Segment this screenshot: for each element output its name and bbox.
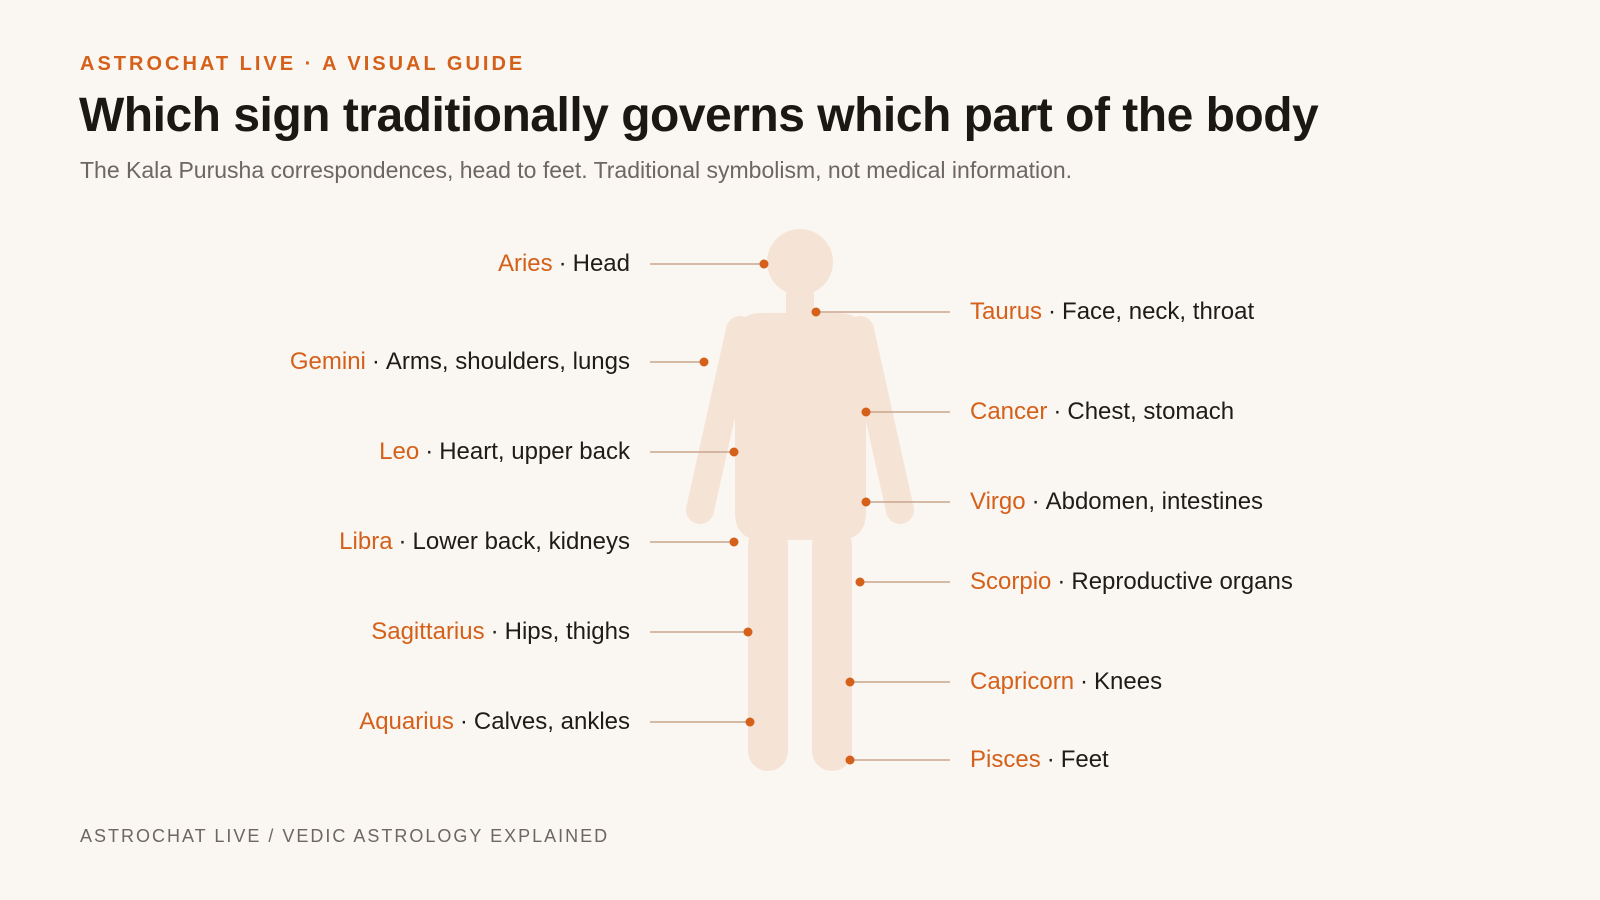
marker-dot-sagittarius — [743, 627, 753, 637]
silhouette-left-arm — [686, 316, 754, 524]
human-silhouette — [686, 229, 914, 771]
silhouette-torso — [735, 313, 866, 540]
marker-dot-gemini — [699, 357, 709, 367]
marker-dot-pisces — [845, 755, 855, 765]
body-part: Knees — [1094, 668, 1163, 695]
label-cancer: Cancer·Chest, stomach — [970, 397, 1234, 427]
silhouette-neck — [786, 288, 814, 318]
marker-dot-leo — [729, 447, 739, 457]
page-title: Which sign traditionally governs which p… — [79, 89, 1319, 142]
body-part: Hips, thighs — [504, 618, 630, 645]
separator-dot: · — [558, 250, 567, 277]
sign-name: Gemini — [289, 348, 366, 375]
body-part: Heart, upper back — [439, 438, 630, 465]
separator-dot: · — [398, 528, 407, 555]
sign-name: Aquarius — [359, 708, 454, 735]
body-part: Chest, stomach — [1067, 398, 1235, 425]
label-libra: Libra·Lower back, kidneys — [339, 527, 630, 557]
marker-dot-taurus — [811, 307, 821, 317]
body-part: Calves, ankles — [473, 708, 630, 735]
marker-dot-aquarius — [745, 717, 755, 727]
sign-name: Taurus — [970, 298, 1043, 325]
body-part: Lower back, kidneys — [412, 528, 630, 555]
body-part: Reproductive organs — [1071, 568, 1293, 595]
separator-dot: · — [1053, 398, 1062, 425]
label-leo: Leo·Heart, upper back — [379, 437, 630, 467]
sign-name: Libra — [339, 528, 393, 555]
label-gemini: Gemini·Arms, shoulders, lungs — [290, 347, 630, 377]
sign-name: Cancer — [970, 398, 1048, 425]
marker-dot-virgo — [861, 497, 871, 507]
label-sagittarius: Sagittarius·Hips, thighs — [371, 617, 630, 647]
separator-dot: · — [425, 438, 434, 465]
separator-dot: · — [1046, 746, 1055, 773]
sign-name: Capricorn — [970, 668, 1075, 695]
marker-dot-cancer — [861, 407, 871, 417]
separator-dot: · — [1057, 568, 1066, 595]
label-aries: Aries·Head — [498, 249, 630, 279]
sign-name: Sagittarius — [371, 618, 485, 645]
separator-dot: · — [490, 618, 499, 645]
sign-name: Pisces — [970, 746, 1041, 773]
sign-name: Aries — [497, 250, 553, 277]
silhouette-left-leg — [748, 525, 788, 771]
marker-dot-libra — [729, 537, 739, 547]
separator-dot: · — [371, 348, 380, 375]
silhouette-head — [767, 229, 833, 295]
leader-lines — [650, 259, 950, 765]
label-aquarius: Aquarius·Calves, ankles — [359, 707, 630, 737]
separator-dot: · — [1080, 668, 1089, 695]
silhouette-right-arm — [846, 316, 914, 524]
marker-dot-aries — [759, 259, 769, 269]
label-taurus: Taurus·Face, neck, throat — [970, 297, 1254, 327]
body-part: Abdomen, intestines — [1045, 488, 1264, 515]
body-part: Feet — [1060, 746, 1109, 773]
label-virgo: Virgo·Abdomen, intestines — [970, 487, 1263, 517]
separator-dot: · — [1048, 298, 1057, 325]
label-pisces: Pisces·Feet — [970, 745, 1109, 775]
body-part: Head — [572, 250, 630, 277]
marker-dot-scorpio — [855, 577, 865, 587]
body-part: Face, neck, throat — [1062, 298, 1255, 325]
sign-name: Virgo — [970, 488, 1026, 515]
page-subtitle: The Kala Purusha correspondences, head t… — [80, 157, 1073, 183]
label-scorpio: Scorpio·Reproductive organs — [970, 567, 1293, 597]
kicker: ASTROCHAT LIVE · A VISUAL GUIDE — [80, 53, 526, 75]
separator-dot: · — [459, 708, 468, 735]
footer-credit: ASTROCHAT LIVE / VEDIC ASTROLOGY EXPLAIN… — [80, 826, 610, 846]
label-capricorn: Capricorn·Knees — [970, 667, 1162, 697]
marker-dot-capricorn — [845, 677, 855, 687]
body-part: Arms, shoulders, lungs — [385, 348, 630, 375]
separator-dot: · — [1031, 488, 1040, 515]
silhouette-right-leg — [812, 525, 852, 771]
sign-name: Scorpio — [970, 568, 1052, 595]
sign-name: Leo — [379, 438, 420, 465]
